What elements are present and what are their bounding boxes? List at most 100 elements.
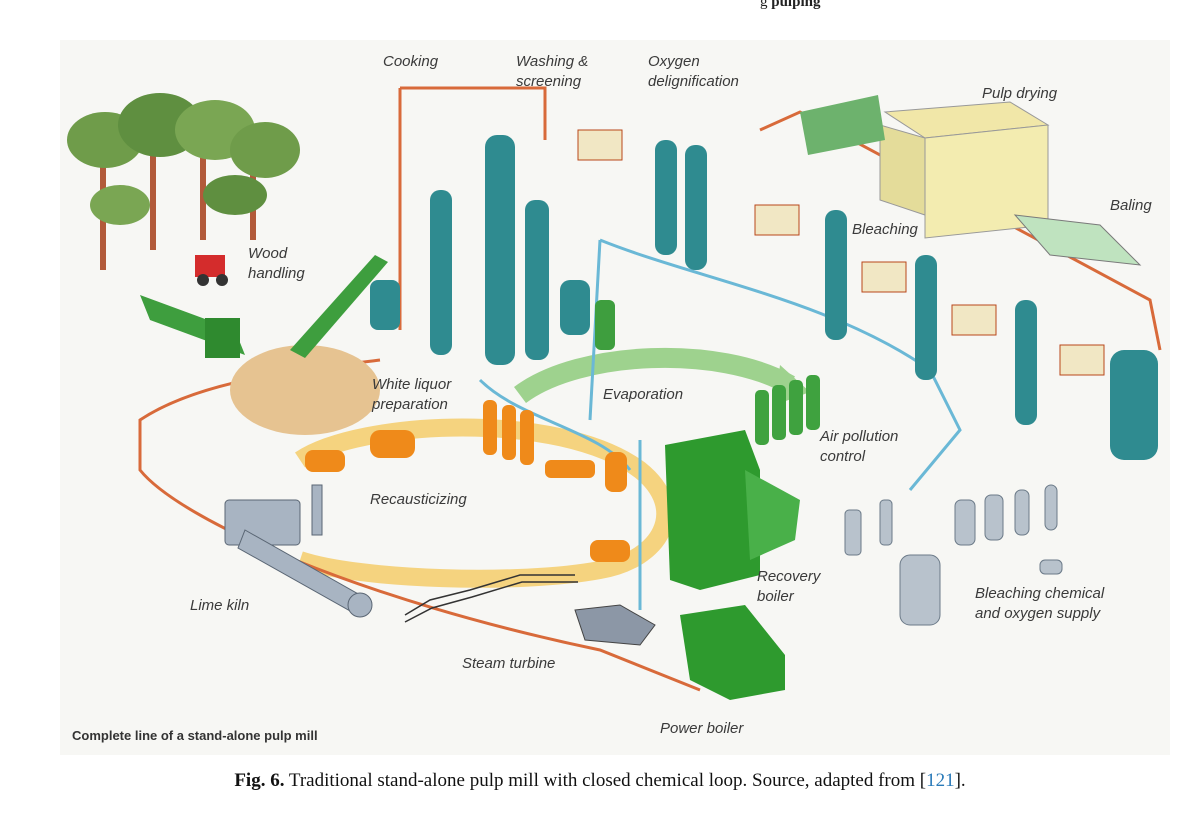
green-liquor-clarifier [370,430,415,458]
bleach-tower [915,255,937,380]
bleach-storage-tank [1110,350,1158,460]
cooking-digester [430,190,452,355]
washing-tower [485,135,515,365]
figure-caption-label: Fig. 6. [234,770,285,791]
orange-filter [590,540,630,562]
causticizer-tank [520,410,534,465]
wood-chip-pile [230,345,380,435]
recovery-boiler-side [745,470,800,560]
label-cooking: Cooking [383,53,439,70]
mixer-unit [861,261,907,293]
tractor-wheel [197,274,209,286]
evaporation-arrow [514,347,795,404]
forest-area [67,93,300,286]
mixer-unit [951,304,997,336]
lime-kiln-housing [224,499,301,546]
label-steam-turbine: Steam turbine [462,655,555,672]
figure-caption: Fig. 6. Traditional stand-alone pulp mil… [0,770,1200,792]
oxygen-tower [685,145,707,270]
header-text-fragment: g [760,0,768,10]
tree-trunk [150,140,156,250]
label-air-pollution-line1: Air pollution [819,428,898,445]
label-wood-line1: Wood [248,245,288,262]
bleach-tower [825,210,847,340]
drying-building-front [879,124,926,216]
tree-canopy [203,175,267,215]
pulp-mill-diagram: Cooking Washing & screening Oxygen delig… [60,40,1170,755]
figure-caption-end: ]. [954,770,966,791]
label-pulp-drying: Pulp drying [982,85,1058,102]
chemical-supply-plant [844,484,1063,626]
label-bleaching-chemical-line1: Bleaching chemical [975,585,1105,602]
pulp-drying-building [800,95,1142,266]
tree-canopy [90,185,150,225]
white-liquor-tank [605,452,627,492]
label-white-liquor-line1: White liquor [372,376,452,393]
orange-filter [305,450,345,472]
label-bleaching: Bleaching [852,221,919,238]
figure-caption-ref[interactable]: 121 [926,770,955,791]
steam-turbine-equipment [574,604,656,646]
label-recovery-line2: boiler [757,588,795,605]
label-white-liquor-line2: preparation [371,396,448,413]
tree-canopy [230,122,300,178]
diagram-labels: Cooking Washing & screening Oxygen delig… [72,53,1152,743]
lime-slaker [545,460,595,478]
chip-conveyor-arm [290,255,388,358]
wood-handling-equipment [140,255,388,435]
label-air-pollution-line2: control [820,448,866,465]
power-line [404,581,578,623]
causticizer-tank [483,400,497,455]
baling-line [1013,214,1142,266]
header-text-bold: pulping [771,0,821,10]
oxygen-tank [1014,489,1030,536]
page-header-fragment: g pulping [760,0,1200,11]
oxygen-tank [1044,484,1058,531]
washing-tank [560,280,590,335]
green-boilers [665,375,820,700]
label-washing-line1: Washing & [516,53,588,70]
chemical-tank [879,499,893,546]
mixer-unit [577,129,623,161]
chemical-tank [899,554,941,626]
label-bleaching-chemical-line2: and oxygen supply [975,605,1102,622]
label-oxygen-line2: delignification [648,73,739,90]
air-pollution-stack [772,385,786,440]
label-oxygen-line1: Oxygen [648,53,700,70]
cooking-washing-towers [370,135,615,365]
oxygen-tank [984,494,1004,541]
lime-kiln-stack [311,484,323,536]
label-washing-line2: screening [516,73,582,90]
chemical-tank [844,509,862,556]
steam-turbine-body [574,604,656,646]
oxygen-tank [1039,559,1063,575]
tractor-wheel [216,274,228,286]
chip-chute [205,318,240,358]
label-evaporation: Evaporation [603,386,683,403]
power-lines [404,574,578,623]
lime-kiln-equipment [224,484,373,618]
label-lime-kiln: Lime kiln [190,597,249,614]
drying-feed-section [800,95,885,155]
screening-tower [525,200,549,360]
recausticizing-loop [295,418,675,588]
air-pollution-stack [789,380,803,435]
label-wood-line2: handling [248,265,305,282]
causticizer-tank [502,405,516,460]
air-pollution-stack [755,390,769,445]
recausticizing-vessels [305,400,630,562]
power-line [404,574,575,616]
oxygen-tank [954,499,976,546]
mixer-unit [754,204,800,236]
label-recovery-line1: Recovery [757,568,822,585]
red-tractor [195,255,225,277]
mixer-unit [1059,344,1105,376]
washing-green-tank [595,300,615,350]
label-power-boiler: Power boiler [660,720,744,737]
label-baling: Baling [1110,197,1152,214]
cooking-small-tank [370,280,400,330]
figure-caption-text: Traditional stand-alone pulp mill with c… [288,770,927,791]
oxygen-tower [655,140,677,255]
inset-caption: Complete line of a stand-alone pulp mill [72,728,318,743]
bleach-tower [1015,300,1037,425]
